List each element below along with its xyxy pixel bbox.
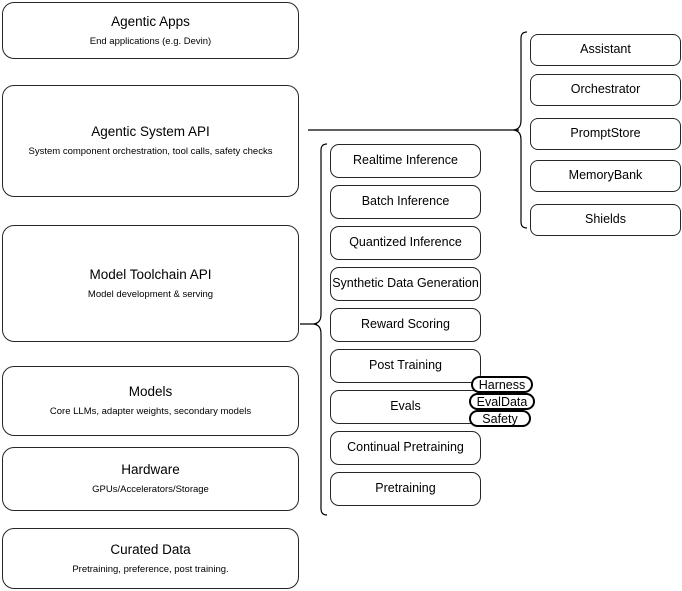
- layer-title: Curated Data: [110, 541, 191, 557]
- toolchain-box-quantized-inference[interactable]: Quantized Inference: [330, 226, 481, 260]
- layer-box-models[interactable]: Models Core LLMs, adapter weights, secon…: [2, 366, 299, 436]
- toolchain-box-reward-scoring[interactable]: Reward Scoring: [330, 308, 481, 342]
- system-label: Assistant: [580, 42, 631, 57]
- system-box-memorybank[interactable]: MemoryBank: [530, 160, 681, 192]
- layer-box-hardware[interactable]: Hardware GPUs/Accelerators/Storage: [2, 447, 299, 511]
- toolchain-box-realtime-inference[interactable]: Realtime Inference: [330, 144, 481, 178]
- toolchain-label: Quantized Inference: [349, 235, 462, 250]
- layer-box-agentic-system-api[interactable]: Agentic System API System component orch…: [2, 85, 299, 197]
- layer-subtitle: GPUs/Accelerators/Storage: [92, 484, 209, 495]
- toolchain-box-pretraining[interactable]: Pretraining: [330, 472, 481, 506]
- system-label: PromptStore: [570, 126, 641, 141]
- system-box-orchestrator[interactable]: Orchestrator: [530, 74, 681, 106]
- eval-pill-safety[interactable]: Safety: [469, 410, 531, 427]
- eval-pill-evaldata[interactable]: EvalData: [469, 393, 535, 410]
- toolchain-box-batch-inference[interactable]: Batch Inference: [330, 185, 481, 219]
- layer-title: Models: [128, 384, 173, 400]
- system-label: Shields: [585, 212, 626, 227]
- eval-pill-harness[interactable]: Harness: [471, 376, 533, 393]
- toolchain-label: Continual Pretraining: [347, 440, 464, 455]
- layer-subtitle: System component orchestration, tool cal…: [28, 146, 273, 157]
- system-box-assistant[interactable]: Assistant: [530, 34, 681, 66]
- system-components-brace: [513, 31, 528, 229]
- layer-subtitle: End applications (e.g. Devin): [89, 35, 212, 47]
- toolchain-box-evals[interactable]: Evals: [330, 390, 481, 424]
- system-box-promptstore[interactable]: PromptStore: [530, 118, 681, 150]
- layer-subtitle: Core LLMs, adapter weights, secondary mo…: [49, 406, 252, 417]
- layer-title: Agentic System API: [91, 124, 210, 140]
- toolchain-label: Batch Inference: [361, 194, 450, 209]
- layer-subtitle: Pretraining, preference, post training.: [72, 563, 229, 575]
- layer-title: Hardware: [121, 462, 180, 478]
- toolchain-box-continual-pretraining[interactable]: Continual Pretraining: [330, 431, 481, 465]
- toolchain-label: Synthetic Data Generation: [332, 276, 479, 291]
- system-box-shields[interactable]: Shields: [530, 204, 681, 236]
- layer-box-model-toolchain-api[interactable]: Model Toolchain API Model development & …: [2, 225, 299, 342]
- toolchain-brace: [313, 143, 328, 516]
- layer-box-curated-data[interactable]: Curated Data Pretraining, preference, po…: [2, 528, 299, 589]
- layer-subtitle: Model development & serving: [87, 288, 214, 300]
- toolchain-label: Pretraining: [375, 481, 436, 496]
- layer-box-agentic-apps[interactable]: Agentic Apps End applications (e.g. Devi…: [2, 2, 299, 59]
- layer-title: Agentic Apps: [111, 13, 190, 29]
- toolchain-label: Evals: [390, 399, 421, 414]
- system-label: MemoryBank: [568, 168, 643, 183]
- system-label: Orchestrator: [570, 82, 641, 97]
- toolchain-label: Reward Scoring: [361, 317, 450, 332]
- toolchain-box-post-training[interactable]: Post Training: [330, 349, 481, 383]
- layer-title: Model Toolchain API: [89, 266, 212, 282]
- toolchain-box-synthetic-data-generation[interactable]: Synthetic Data Generation: [330, 267, 481, 301]
- toolchain-label: Realtime Inference: [353, 153, 458, 168]
- toolchain-label: Post Training: [369, 358, 442, 373]
